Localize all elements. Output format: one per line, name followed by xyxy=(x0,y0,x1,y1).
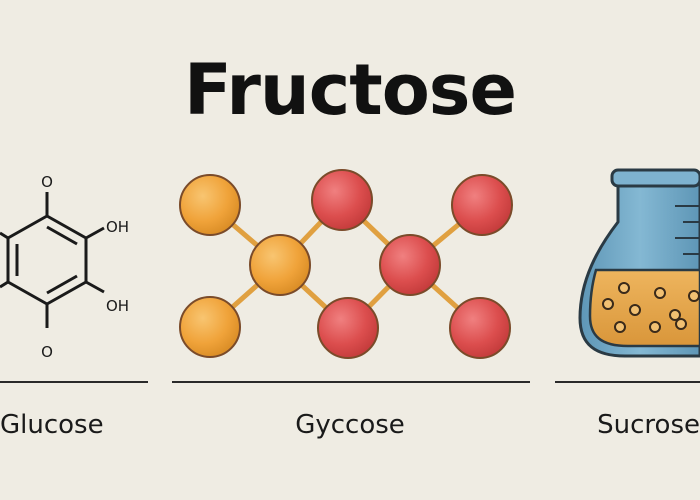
bond-lower-right xyxy=(85,280,105,294)
atom-label-upper-right: OH xyxy=(106,218,129,236)
orange-atom xyxy=(179,296,241,358)
orange-atom xyxy=(179,174,241,236)
bubble xyxy=(669,309,681,321)
bond-upper-right xyxy=(85,226,105,240)
inner-double-bond xyxy=(46,274,78,295)
bubble xyxy=(629,304,641,316)
bubble xyxy=(618,282,630,294)
glucose-ring-structure xyxy=(0,192,105,328)
bond-lower-left xyxy=(0,280,9,289)
atom-label-bottom: O xyxy=(41,343,53,361)
caption-left: Glucose xyxy=(0,410,104,440)
bubble xyxy=(688,290,700,302)
red-atom xyxy=(379,234,441,296)
atom-label-lower-right: OH xyxy=(106,297,129,315)
bubble xyxy=(675,318,687,330)
hexagon-ring xyxy=(6,214,88,306)
bond-upper-left xyxy=(0,231,9,240)
red-atom xyxy=(449,297,511,359)
bubble xyxy=(602,298,614,310)
flask xyxy=(578,168,700,358)
red-atom xyxy=(451,174,513,236)
ball-and-stick-molecule xyxy=(179,169,513,359)
inner-double-bond xyxy=(46,225,78,246)
bubble xyxy=(654,287,666,299)
red-atom xyxy=(311,169,373,231)
flask-rim xyxy=(610,168,700,188)
orange-atom xyxy=(249,234,311,296)
caption-right: Sucrose xyxy=(597,410,700,440)
page-title: Fructose xyxy=(184,49,517,131)
bubble xyxy=(614,321,626,333)
atom-label-top: O xyxy=(41,173,53,191)
red-atom xyxy=(317,297,379,359)
caption-middle: Gyccose xyxy=(295,410,405,440)
bubble xyxy=(649,321,661,333)
